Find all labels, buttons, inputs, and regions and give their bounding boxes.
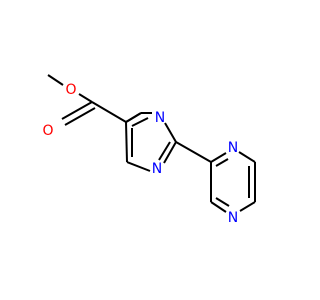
pyrazine-nitrogen-bottom-label: N [228,210,238,226]
bond-ester-to-pyrimidine [91,101,127,123]
pyrimidine-nitrogen-bottom-label: N [152,161,162,177]
pyrimidine-bond-3 [164,122,177,143]
pyrazine-double-1 [215,158,229,167]
methoxy-oxygen-label: O [65,82,76,98]
molecule-structure: O O N N N N [42,74,256,226]
pyrimidine-double-2 [158,141,171,161]
pyrimidine-bond-1b [125,112,142,123]
pyrazine-bond-2 [238,151,256,163]
bonds [47,74,256,213]
bond-ch3-o [47,74,64,86]
bond-pyrimidine-pyrazine [175,141,212,163]
bond-o-ester-carbon [78,93,93,103]
pyrazine-bond-4 [239,201,256,212]
carbonyl-oxygen-label: O [42,123,53,139]
pyrimidine-double-1 [131,117,149,127]
pyrimidine-bond-5 [126,161,151,172]
pyrazine-nitrogen-top-label: N [228,140,238,156]
pyrimidine-bond-4 [163,141,177,164]
pyrimidine-bond-6 [125,121,128,163]
atom-labels: O O N N N N [42,82,238,226]
pyrazine-double-3 [215,197,230,207]
molecule-canvas: O O N N N N [42,74,256,226]
bond-carbonyl-double-b [64,107,96,126]
pyrazine-bond-5 [210,201,227,213]
pyrazine-bond-1 [210,152,227,163]
pyrimidine-nitrogen-top-label: N [155,110,165,126]
bond-carbonyl-double-a [61,101,93,120]
